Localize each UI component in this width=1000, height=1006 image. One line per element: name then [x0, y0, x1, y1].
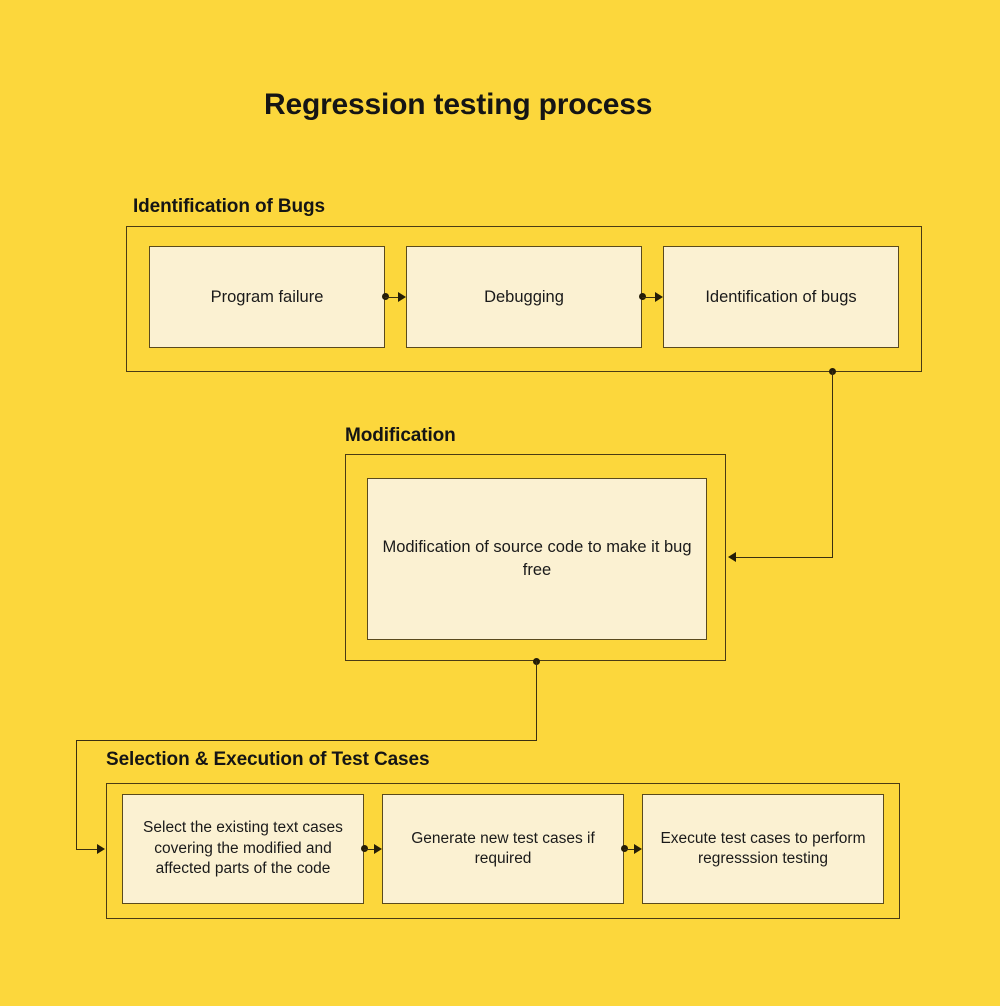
box-identification-of-bugs[interactable]: Identification of bugs [663, 246, 899, 348]
group-label-modification: Modification [345, 425, 456, 446]
group-selection-execution-of-test-cases [106, 783, 900, 919]
box-modification-of-source-code[interactable]: Modification of source code to make it b… [367, 478, 707, 640]
page-title: Regression testing process [264, 88, 653, 121]
connector-horizontal-bugs-to-modification [736, 556, 833, 558]
connector-vertical-modification-down [536, 661, 537, 741]
box-select-existing-text-cases[interactable]: Select the existing text cases covering … [122, 794, 364, 904]
group-identification-of-bugs [126, 226, 922, 372]
box-generate-new-test-cases[interactable]: Generate new test cases if required [382, 794, 624, 904]
connector-program-failure-to-debugging [385, 296, 402, 298]
connector-select-to-generate [364, 848, 378, 850]
box-execute-test-cases[interactable]: Execute test cases to perform regresssio… [642, 794, 884, 904]
arrowhead-debugging [398, 291, 406, 302]
connector-vertical-down-to-test-cases [76, 739, 77, 849]
arrowhead-identification-of-bugs [655, 291, 663, 302]
group-label-selection-execution-of-test-cases: Selection & Execution of Test Cases [106, 749, 430, 770]
arrowhead-modification-group [728, 551, 736, 562]
box-program-failure[interactable]: Program failure [149, 246, 385, 348]
arrowhead-generate-new-test-cases [374, 843, 382, 854]
arrowhead-test-cases-group [97, 843, 105, 854]
box-debugging[interactable]: Debugging [406, 246, 642, 348]
connector-vertical-bugs-to-modification [832, 371, 833, 558]
group-label-identification-of-bugs: Identification of Bugs [133, 196, 326, 217]
arrowhead-execute-test-cases [634, 843, 642, 854]
connector-generate-to-execute [624, 848, 638, 850]
connector-debugging-to-identification-of-bugs [642, 296, 659, 298]
connector-horizontal-modification-left [76, 739, 537, 741]
connector-horizontal-into-test-cases [76, 848, 98, 850]
